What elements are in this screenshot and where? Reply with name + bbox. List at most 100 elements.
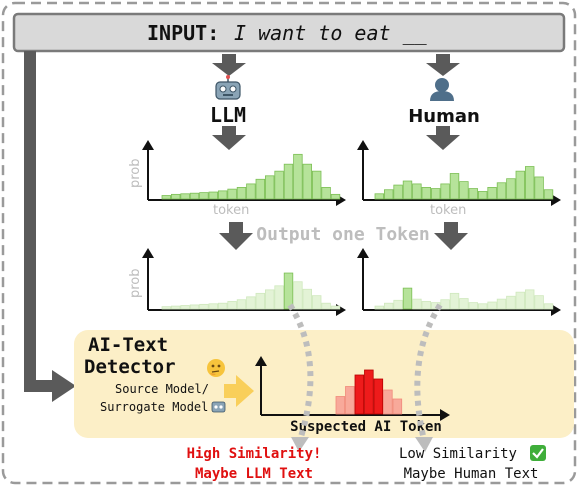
suspected-ai-token-bar xyxy=(364,369,374,415)
llm-selected-token-bar xyxy=(180,305,190,310)
human-distribution-bar xyxy=(449,173,460,200)
llm-selected-token-bar xyxy=(321,302,331,310)
detector-panel xyxy=(74,330,574,438)
input-bypass-arrowhead xyxy=(52,370,76,402)
robot-small-icon xyxy=(211,401,226,413)
human-distribution-bar xyxy=(496,182,507,200)
human-distribution-bar xyxy=(440,183,450,200)
human-selected-token-bar xyxy=(534,295,544,310)
human-selected-token-bar xyxy=(506,295,516,310)
input-text: I want to eat __ xyxy=(234,21,428,45)
llm-distribution-bar xyxy=(161,195,172,200)
llm-distribution-bar xyxy=(330,193,341,200)
llm-selected-token-bar xyxy=(227,301,237,310)
human-distribution-axes xyxy=(357,140,561,206)
llm-distribution-bar xyxy=(274,170,284,200)
human-token-label: token xyxy=(430,203,466,218)
llm-distribution-bar xyxy=(283,163,294,200)
llm-selected-token-bar xyxy=(255,292,266,310)
human-distribution-bar xyxy=(421,186,432,200)
llm-selected-token-bar xyxy=(161,306,172,310)
llm-selected-token-bar xyxy=(170,305,181,310)
suspected-ai-bars xyxy=(335,369,403,415)
human-selected-token-bar xyxy=(402,287,413,310)
llm-distribution-bar xyxy=(180,193,190,200)
llm-result-line1: High Similarity! xyxy=(187,446,322,462)
llm-distribution-bar xyxy=(321,186,331,200)
suspected-ai-token-bar xyxy=(345,386,355,415)
llm-input-arrow xyxy=(212,54,246,76)
check-mark-icon xyxy=(530,445,546,461)
detector-feed-arrow xyxy=(224,375,254,407)
human-sample-arrow xyxy=(434,222,468,250)
llm-distribution-bar xyxy=(264,175,275,200)
llm-label: LLM xyxy=(210,103,246,127)
human-distribution-bar xyxy=(477,191,488,200)
human-selected-token-bar xyxy=(496,298,507,310)
human-distribution-bar xyxy=(374,193,385,200)
detector-axes xyxy=(255,356,450,421)
human-distribution-bar xyxy=(487,186,497,200)
suspected-ai-token-bar xyxy=(383,389,393,415)
person-silhouette-icon xyxy=(430,78,454,101)
robot-icon xyxy=(215,75,241,100)
suspected-ai-token-bar xyxy=(373,378,384,415)
human-distribution-bar xyxy=(402,180,413,200)
human-label: Human xyxy=(408,106,480,127)
llm-selected-token-bar xyxy=(264,289,275,310)
llm-distribution-bar xyxy=(302,163,313,200)
llm-selected-token-bar xyxy=(293,281,303,310)
human-selected-token-bar xyxy=(468,302,479,310)
human-distribution-bar xyxy=(459,181,469,200)
llm-selected-token-bar xyxy=(208,303,219,310)
human-chart-arrow xyxy=(426,126,460,150)
human-selected-token-bar xyxy=(477,303,488,310)
human-distribution-bar xyxy=(534,176,544,200)
llm-selected-prob-label: prob xyxy=(128,268,143,298)
input-banner xyxy=(12,12,566,53)
llm-sample-arrow xyxy=(219,222,253,250)
llm-dotted-arrowhead xyxy=(291,437,309,452)
llm-distribution-bar xyxy=(227,188,237,200)
suspected-ai-token-bar xyxy=(335,396,346,415)
llm-prob-label: prob xyxy=(128,158,143,188)
llm-selected-token-bar xyxy=(217,302,228,310)
llm-distribution-axes xyxy=(142,140,346,206)
human-distribution-bar xyxy=(383,189,394,200)
llm-distribution-bar xyxy=(246,183,256,200)
source-model-line2: Surrogate Model xyxy=(100,400,208,414)
llm-selected-token-bar xyxy=(330,305,341,310)
human-dotted-arrow xyxy=(414,303,443,441)
thinking-face-icon xyxy=(207,359,225,377)
human-distribution-bar xyxy=(412,183,422,200)
human-selected-token-bar xyxy=(449,292,460,310)
human-distribution-bar xyxy=(430,188,441,200)
llm-selected-token-bar xyxy=(246,296,256,310)
human-selected-token-bar xyxy=(383,302,394,310)
human-distribution-bar xyxy=(506,178,516,200)
human-distribution-bar xyxy=(468,188,479,200)
human-result-line1: Low Similarity xyxy=(399,446,517,462)
llm-result-line2: Maybe LLM Text xyxy=(195,466,313,482)
suspected-ai-token-bar xyxy=(354,374,365,415)
llm-distribution-bar xyxy=(217,190,228,200)
suspected-ai-token-bar xyxy=(392,398,403,415)
llm-selected-token-bar xyxy=(311,295,322,310)
llm-distribution-bar xyxy=(293,153,303,200)
llm-distribution-bar xyxy=(170,193,181,200)
detector-axis-label: Suspected AI Token xyxy=(290,419,442,435)
input-bypass-arrow xyxy=(24,51,55,392)
detector-title-line1: AI-Text xyxy=(88,334,168,356)
human-selected-token-bar xyxy=(543,303,554,310)
human-selected-token-bar xyxy=(487,301,497,310)
input-prefix: INPUT: xyxy=(147,21,219,45)
llm-selected-token-bar xyxy=(274,285,284,310)
human-dotted-arrowhead xyxy=(415,437,433,452)
llm-chart-arrow xyxy=(212,126,246,150)
human-selected-token-bar xyxy=(440,299,450,310)
llm-distribution-bar xyxy=(236,186,247,200)
human-selected-token-bar xyxy=(374,305,385,310)
human-distribution-bars xyxy=(374,166,554,200)
